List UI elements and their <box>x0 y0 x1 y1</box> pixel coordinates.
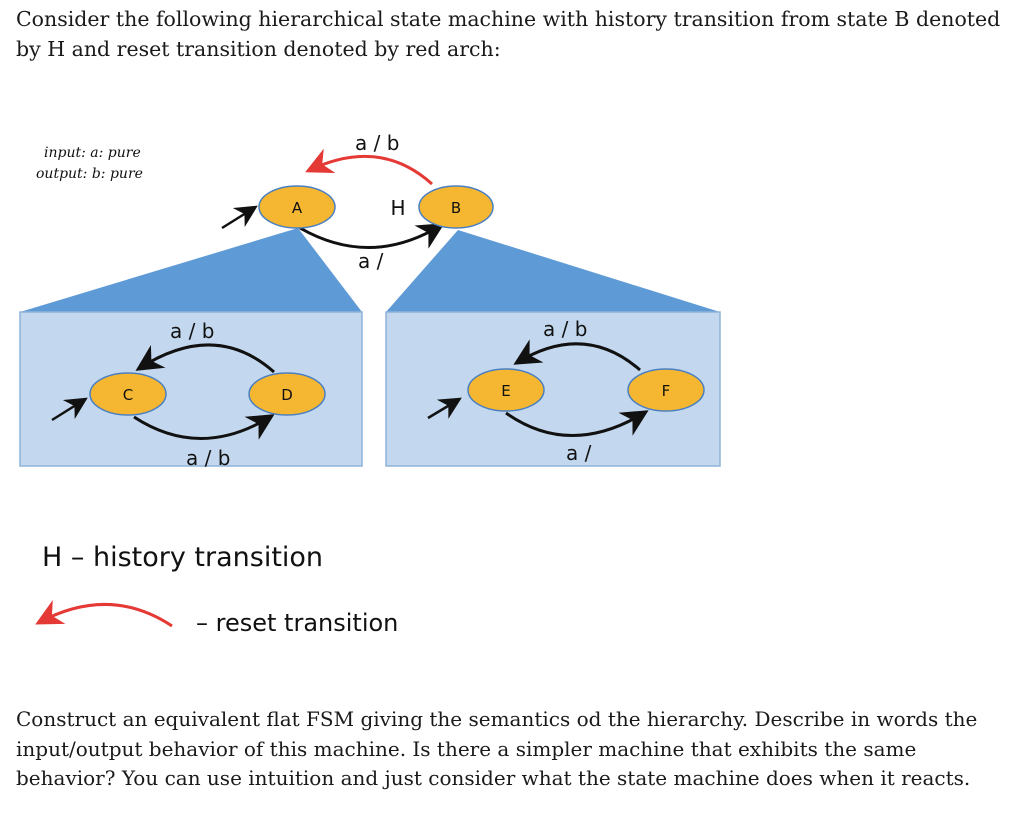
refinement-triangle-b <box>386 230 720 312</box>
state-d-label: D <box>281 386 293 404</box>
state-c-label: C <box>123 386 133 404</box>
transition-d-to-c-label: a / b <box>170 319 214 343</box>
legend-reset-arc-icon <box>35 599 173 628</box>
initial-arrow-c <box>51 397 88 422</box>
legend-reset: – reset transition <box>196 609 398 637</box>
input-declaration: input: a: pure <box>44 145 141 161</box>
state-f <box>627 368 705 412</box>
reset-transition-arrow <box>305 148 434 186</box>
transition-c-to-d-label: a / b <box>186 446 230 470</box>
state-d <box>248 372 326 416</box>
state-b <box>418 185 494 229</box>
history-transition-arrow <box>299 223 445 249</box>
state-c <box>89 372 167 416</box>
transition-f-to-e <box>513 339 641 372</box>
state-e <box>467 368 545 412</box>
output-declaration: output: b: pure <box>36 166 143 182</box>
transition-e-to-f <box>505 410 649 437</box>
state-a-label: A <box>292 199 303 217</box>
initial-arrow-a <box>221 205 258 230</box>
intro-paragraph: Consider the following hierarchical stat… <box>16 7 1001 61</box>
state-f-label: F <box>662 382 671 400</box>
transition-c-to-d <box>133 414 275 440</box>
refinement-triangle-a <box>20 228 362 312</box>
question-paragraph: Construct an equivalent flat FSM giving … <box>16 707 978 790</box>
reset-transition-label: a / b <box>355 131 399 155</box>
transition-e-to-f-label: a / <box>566 441 592 465</box>
state-b-label: B <box>451 199 461 217</box>
transition-d-to-c <box>135 343 275 374</box>
state-a <box>258 185 336 229</box>
history-marker: H <box>390 196 405 220</box>
state-e-label: E <box>501 382 510 400</box>
legend-history: H – history transition <box>42 542 323 573</box>
history-transition-label: a / <box>358 249 384 273</box>
initial-arrow-e <box>427 397 462 420</box>
transition-f-to-e-label: a / b <box>543 317 587 341</box>
